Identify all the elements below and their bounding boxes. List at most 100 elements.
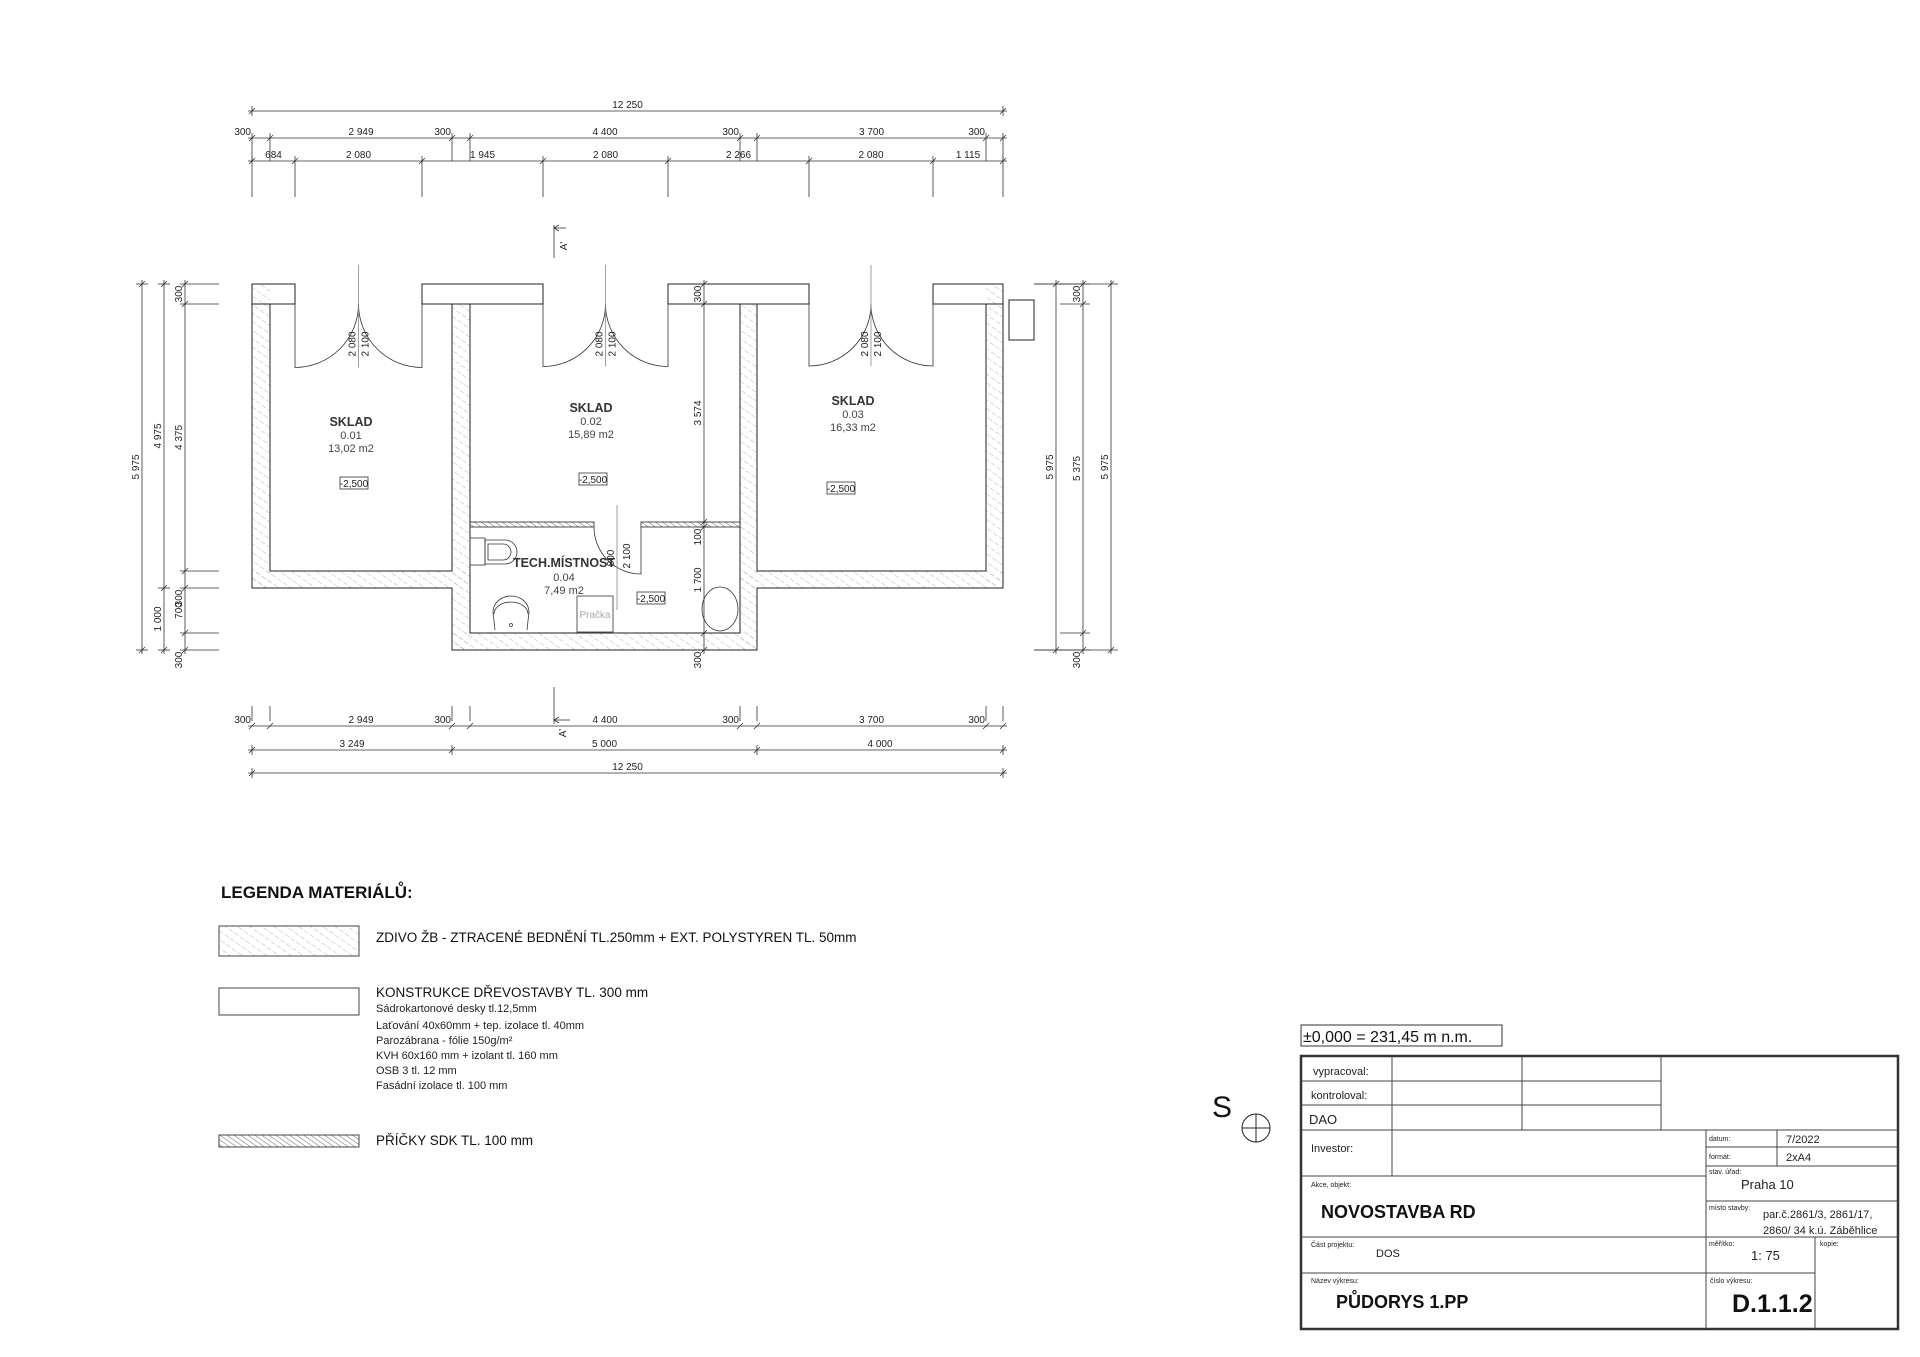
dimension-label: 300	[1072, 285, 1083, 302]
dimension-label: 2 949	[348, 127, 373, 138]
dimension-label: 700	[174, 602, 185, 619]
dimension-label: 4 400	[592, 715, 617, 726]
urad-value: Praha 10	[1741, 1177, 1794, 1192]
legend-item-detail: Sádrokartonové desky tl.12,5mm	[376, 1003, 537, 1015]
left-outer-dimension: 5 975	[131, 280, 148, 654]
dimension-label: 5 975	[131, 454, 142, 479]
dimension-label: 12 250	[612, 762, 643, 773]
door-leaf-left	[294, 303, 359, 368]
dimension-tick	[736, 722, 744, 730]
dimension-label: 300	[693, 651, 704, 668]
room-level: -2,500	[827, 484, 856, 495]
kopie-label: kopie:	[1820, 1241, 1839, 1248]
datum-label: datum:	[1709, 1136, 1730, 1143]
dimension-label: 1 000	[153, 606, 164, 631]
datum-value: 7/2022	[1786, 1134, 1820, 1146]
room-number: 0.02	[580, 416, 601, 428]
concrete-walls	[252, 284, 1003, 650]
dimension-tick	[266, 722, 274, 730]
center-dimensions: 300 3 574 100 1 700 300	[693, 280, 709, 668]
elevation-reference: ±0,000 = 231,45 m n.m.	[1300, 1024, 1503, 1047]
dimension-label: 300	[968, 127, 985, 138]
legend-item-detail: OSB 3 tl. 12 mm	[376, 1065, 457, 1077]
dimension-label: 2 266	[726, 150, 751, 161]
dimension-label: 300	[174, 651, 185, 668]
dimension-label: 100	[693, 528, 704, 545]
door-height-label: 2 100	[622, 543, 633, 568]
dimension-label: 2 080	[593, 150, 618, 161]
dimension-label: 2 080	[858, 150, 883, 161]
door-width-label: 800	[606, 549, 617, 566]
section-mark-bottom: A'	[553, 687, 570, 738]
legend-item-detail: KVH 60x160 mm + izolant tl. 160 mm	[376, 1050, 558, 1062]
exterior-box	[1008, 299, 1035, 341]
room-name: SKLAD	[329, 415, 372, 429]
title-block: vypracoval: kontroloval: DAO Investor: A…	[1299, 1054, 1900, 1331]
door-leaf-right	[870, 303, 934, 367]
timber-wall-top	[251, 283, 1004, 305]
timber-swatch	[218, 987, 360, 1016]
tech-room-door: 800 2 100	[593, 505, 642, 610]
room-area: 7,49 m2	[544, 585, 584, 597]
wall-outline	[251, 284, 1004, 651]
top-total-dimension: 12 250	[248, 100, 1007, 116]
akce-value: NOVOSTAVBA RD	[1321, 1202, 1476, 1222]
dimension-label: 3 249	[339, 739, 364, 750]
dimension-label: 2 080	[346, 150, 371, 161]
room-outline-1	[269, 304, 453, 572]
dimension-label: 5 975	[1100, 454, 1111, 479]
dimension-tick	[753, 722, 761, 730]
dimension-label: 300	[434, 715, 451, 726]
door-leaf-right	[358, 303, 423, 368]
meritko-label: měřítko:	[1709, 1241, 1734, 1248]
dimension-tick	[466, 722, 474, 730]
dimension-label: 4 375	[174, 425, 185, 450]
right-outer-dimension-b: 5 975	[1034, 280, 1118, 654]
room-area: 13,02 m2	[328, 443, 374, 455]
misto-label: místo stavby:	[1709, 1205, 1750, 1212]
section-label: A'	[558, 729, 569, 738]
room-0-04: TECH.MÍSTNOST 0.04 7,49 m2 -2,500	[513, 555, 666, 605]
akce-label: Akce, objekt:	[1311, 1182, 1351, 1189]
section-mark-top: A'	[553, 224, 570, 258]
room-level: -2,500	[579, 475, 608, 486]
dimension-label: 300	[174, 285, 185, 302]
room-level: -2,500	[340, 479, 369, 490]
misto-value-2: 2860/ 34 k.ú. Záběhlice	[1763, 1225, 1877, 1237]
right-outer-dimension-a: 5 975	[1034, 280, 1062, 654]
bottom-total-dimension: 12 250	[248, 762, 1007, 778]
meritko-value: 1: 75	[1751, 1248, 1780, 1263]
investor-label: Investor:	[1311, 1143, 1353, 1155]
legend-item-detail: Laťování 40x60mm + tep. izolace tl. 40mm	[376, 1020, 584, 1032]
room-name: TECH.MÍSTNOST	[513, 555, 615, 570]
dimension-label: 2 949	[348, 715, 373, 726]
toilet-icon	[469, 537, 518, 566]
dimension-label: 300	[1072, 651, 1083, 668]
room-0-01: SKLAD 0.01 13,02 m2 -2,500	[328, 415, 374, 490]
north-arrow: S	[1212, 1091, 1271, 1143]
dimension-label: 300	[693, 285, 704, 302]
cast-label: Část projektu:	[1311, 1240, 1354, 1249]
format-label: formát:	[1709, 1154, 1731, 1161]
dimension-label: 1 700	[693, 567, 704, 592]
room-number: 0.01	[340, 430, 361, 442]
vypracoval-label: vypracoval:	[1313, 1066, 1369, 1078]
room-area: 16,33 m2	[830, 422, 876, 434]
material-legend: LEGENDA MATERIÁLŮ: ZDIVO ŽB - ZTRACENÉ B…	[218, 882, 856, 1148]
room-number: 0.04	[553, 572, 574, 584]
room-0-02: SKLAD 0.02 15,89 m2 -2,500	[568, 401, 614, 486]
door-height-label: 2 100	[608, 331, 619, 356]
dimension-label: 684	[265, 150, 282, 161]
dimension-label: 3 700	[859, 127, 884, 138]
dimension-label: 3 574	[693, 400, 704, 425]
urad-label: stav. úřad:	[1709, 1169, 1741, 1176]
cislo-value: D.1.1.2	[1732, 1290, 1813, 1318]
dimension-label: 300	[174, 589, 185, 606]
door-height-label: 2 100	[873, 331, 884, 356]
door-leaf-right	[605, 303, 669, 367]
